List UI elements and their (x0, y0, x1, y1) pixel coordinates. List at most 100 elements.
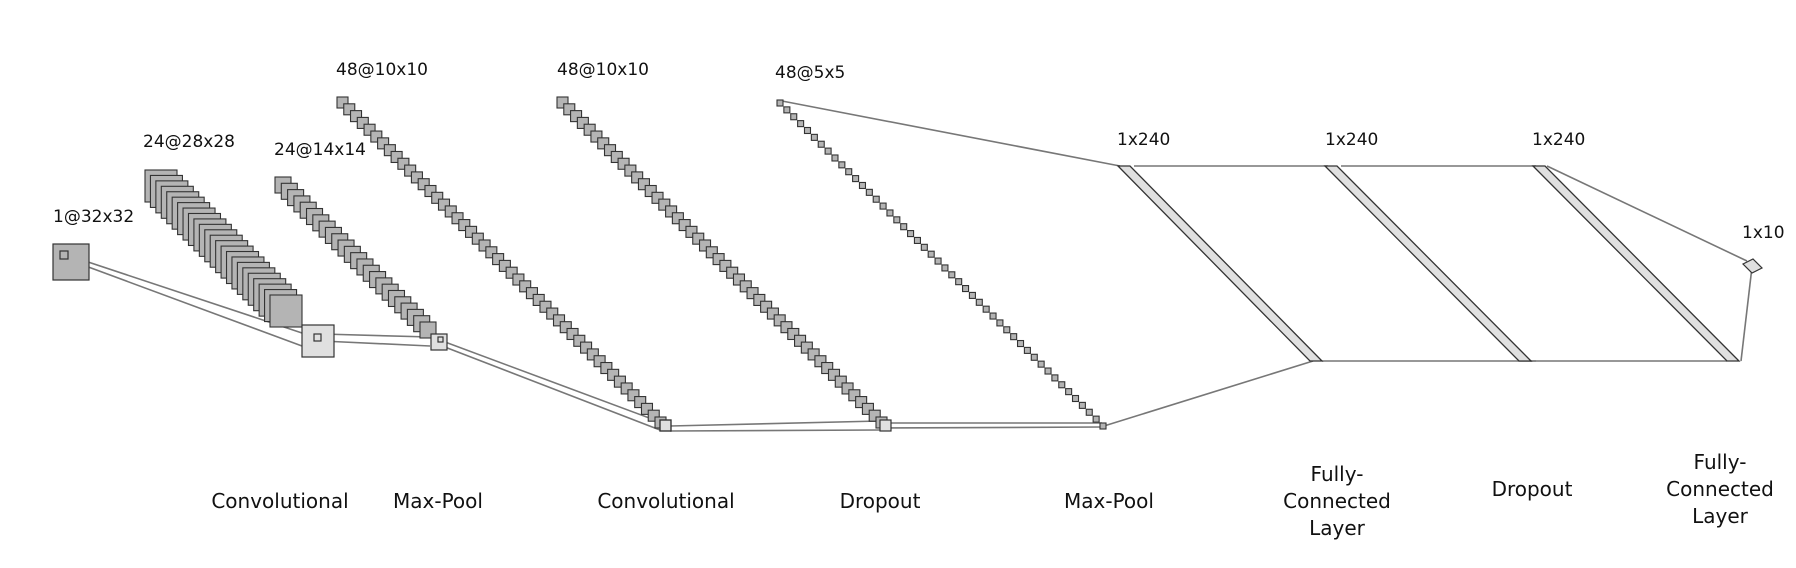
stack-conv2-map (566, 327, 579, 341)
stack-dropout1-map (719, 259, 732, 272)
edge-pool2-to-fc1-bottom (1103, 360, 1314, 427)
stack-pool2-map (941, 264, 949, 272)
stack-pool2-map (886, 209, 894, 217)
stack-dropout1-map (624, 164, 637, 177)
edge-input-to-conv1 (63, 253, 303, 334)
op-dropout-1: Dropout (839, 489, 921, 513)
stack-dropout1-map (685, 225, 698, 238)
stack-conv2 (336, 96, 667, 429)
dim-label-conv2: 48@10x10 (336, 60, 428, 80)
dim-label-dropout2: 1x240 (1325, 130, 1378, 150)
stack-dropout1-map (583, 123, 596, 136)
edge-fc2-to-output-bottom (1740, 266, 1753, 362)
edge-conv1-to-pool1 (321, 340, 431, 347)
edge-input-to-conv1 (63, 257, 303, 347)
stack-dropout1-map (807, 348, 820, 361)
edge-dropout1-to-pool2 (885, 426, 1103, 429)
stack-pool2-map (831, 154, 839, 162)
dim-label-pool1: 24@14x14 (274, 140, 366, 160)
kernel-windows (59, 250, 672, 432)
stack-dropout1-map (631, 171, 644, 184)
stack-conv2-map (478, 239, 491, 252)
stack-conv2-map (343, 103, 356, 116)
stack-pool2-map (1051, 374, 1059, 382)
stack-pool2-map (1030, 353, 1038, 361)
stack-pool2-map (893, 216, 901, 224)
stack-pool2-map (907, 230, 915, 238)
stack-pool2-map (900, 223, 908, 231)
op-convolutional-2: Convolutional (597, 489, 735, 513)
op-fully-connected-2: Fully- Connected Layer (1666, 450, 1774, 528)
edge-conv1-to-pool1 (321, 333, 431, 338)
stack-pool2-map (955, 278, 963, 286)
stack-pool2-map (776, 99, 784, 107)
stack-pool2-map (1085, 408, 1093, 416)
kernel-conv1 (313, 333, 322, 342)
stack-pool2-map (989, 312, 997, 320)
stack-pool2-map (838, 161, 846, 169)
stack-conv2-map (519, 280, 532, 293)
stack-pool2-map (1016, 339, 1025, 348)
stack-pool2 (776, 99, 1107, 430)
stack-pool2-map (1092, 415, 1100, 423)
stack-pool2-map (865, 188, 873, 196)
stack-pool2-map (803, 126, 812, 135)
stack-conv2-map (451, 212, 464, 225)
stack-pool2-map (1065, 388, 1073, 396)
stack-pool2-map (1071, 394, 1080, 403)
stack-dropout1-map (855, 396, 868, 409)
input-image (52, 243, 90, 281)
stack-dropout1-map (773, 314, 786, 327)
stack-dropout1-map (861, 402, 874, 415)
op-max-pool-1: Max-Pool (393, 489, 483, 513)
bar-dropout2 (1323, 165, 1533, 362)
stack-pool2-map (1044, 367, 1052, 375)
stack-dropout1-map (698, 239, 712, 252)
feature-map-stacks (52, 96, 1107, 432)
stack-dropout1-map (658, 198, 671, 211)
stack-dropout1-map (570, 110, 583, 123)
stack-dropout1-map (787, 327, 800, 341)
stack-dropout1-map (726, 266, 739, 279)
stack-dropout1-map (644, 184, 657, 198)
stack-conv2-map (471, 232, 484, 245)
dim-label-dropout1: 48@10x10 (557, 60, 649, 80)
stack-conv2-map (363, 123, 376, 136)
op-convolutional-1: Convolutional (211, 489, 349, 513)
stack-pool2-map (913, 236, 921, 244)
connection-lines (63, 100, 1753, 432)
stack-conv2-map (383, 144, 396, 157)
stack-conv2-map (444, 205, 457, 218)
stack-pool2-map (927, 250, 935, 258)
stack-pool2-map (1058, 381, 1066, 389)
stack-conv2-map (552, 314, 566, 327)
stack-conv2-map (498, 259, 511, 272)
stack-dropout1-map (753, 293, 766, 306)
stack-conv2-map (546, 307, 559, 320)
stack-pool2-map (968, 291, 976, 299)
stack-pool2-map (858, 181, 867, 190)
edge-conv2-to-dropout1 (669, 429, 881, 432)
stack-dropout1-map (732, 273, 746, 286)
stack-conv2-map (437, 198, 451, 211)
stack-dropout1-map (610, 150, 623, 164)
dim-label-output: 1x10 (1742, 223, 1785, 243)
stack-pool2-map (1023, 346, 1031, 354)
dim-label-input: 1@32x32 (53, 207, 134, 227)
kernel-pool1 (437, 336, 444, 343)
output-layer (1741, 258, 1764, 274)
edge-conv2-to-dropout1 (669, 420, 881, 427)
stack-dropout1-map (712, 253, 725, 266)
stack-dropout1-map (760, 300, 773, 313)
stack-conv2-map (424, 184, 437, 198)
stack-conv2-map (397, 157, 410, 170)
stack-dropout1-map (780, 321, 793, 334)
stack-conv2-map (417, 178, 430, 191)
stack-conv2-map (512, 273, 525, 286)
stack-dropout1-map (848, 389, 861, 402)
stack-dropout1-map (705, 246, 718, 259)
stack-dropout1 (556, 96, 888, 429)
edge-fc2-to-output-top (1546, 165, 1748, 262)
